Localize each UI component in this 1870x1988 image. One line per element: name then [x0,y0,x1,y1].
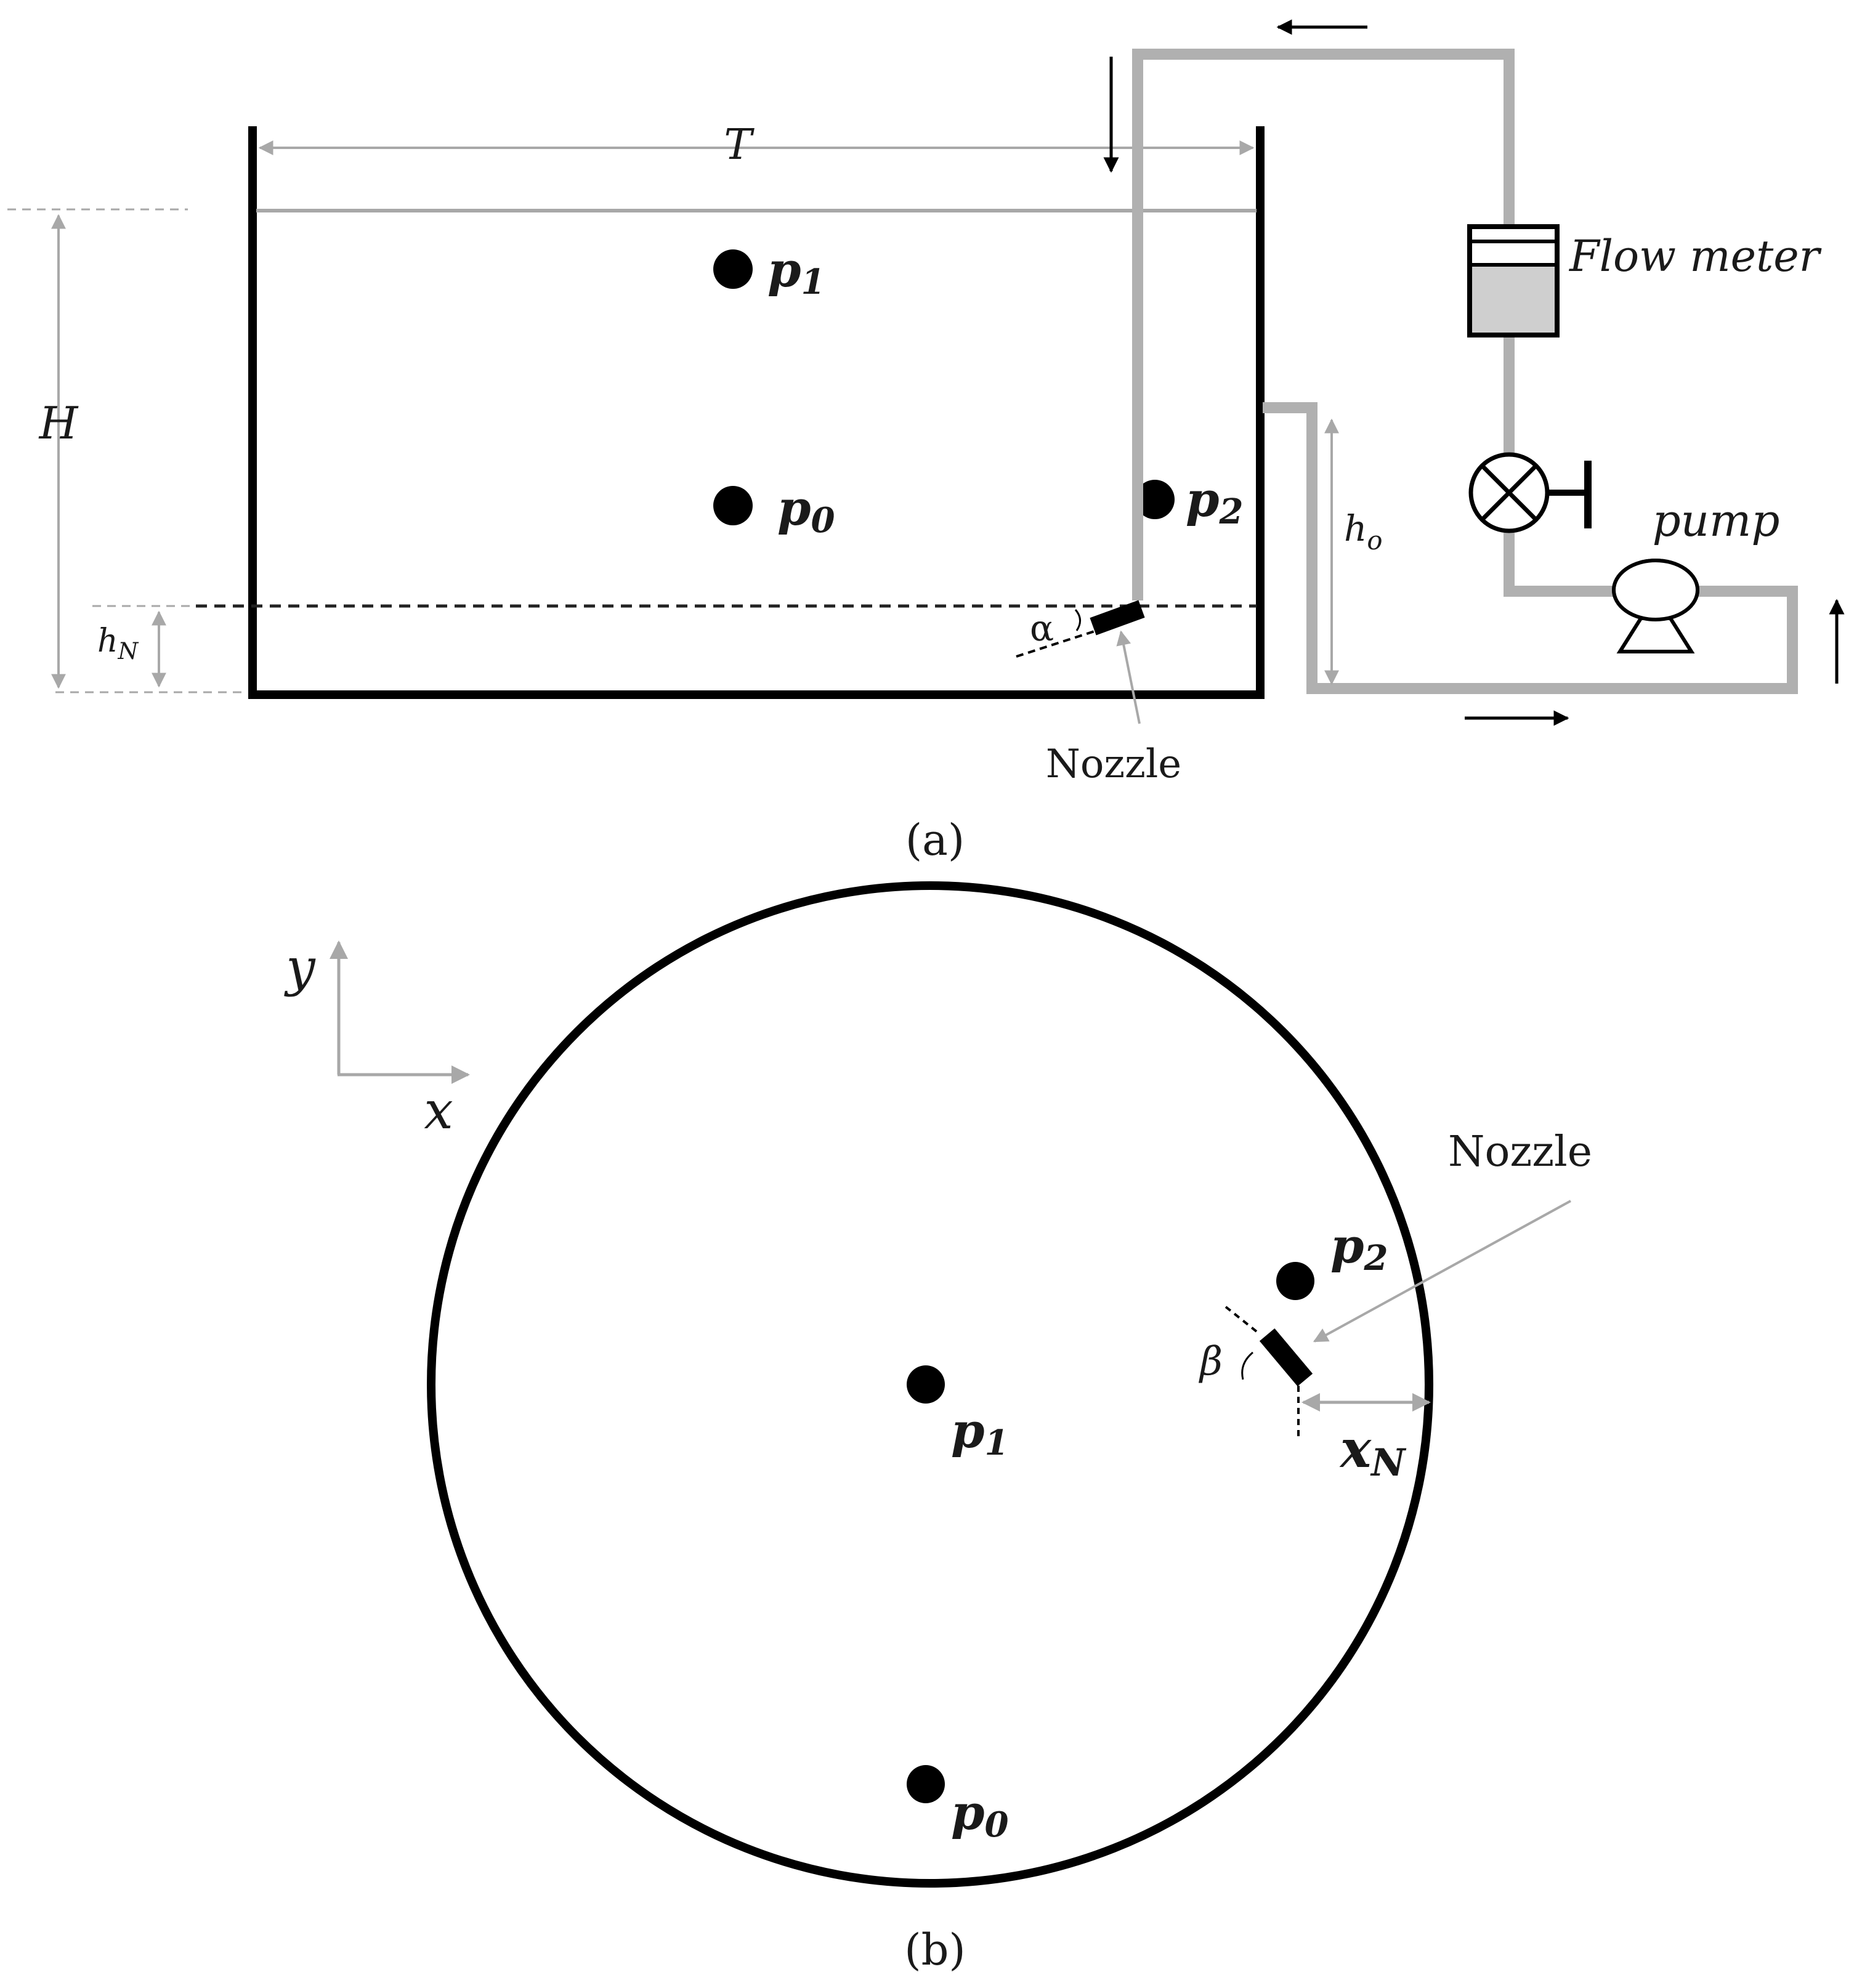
probe-p0-label: p0 [777,480,835,541]
caption-a: (a) [905,815,965,865]
dimension-H-label: H [38,397,79,449]
pump-icon [1612,559,1699,653]
nozzle-label-a: Nozzle [1046,741,1181,787]
axis-y-label: y [283,937,316,998]
figure-b-top-view: y x p2 p1 p0 β Nozzle xN (b) [283,881,1592,1975]
tank-top-view-circle [427,881,1433,1888]
figure-a-side-view: T H hN p1 p0 p2 α Nozzle [7,19,1845,865]
caption-b: (b) [904,1925,965,1975]
dimension-xN-label: xN [1339,1418,1407,1485]
probe-p0-marker [713,486,753,525]
nozzle-label-b: Nozzle [1448,1128,1592,1176]
nozzle-side-view [1090,600,1145,636]
nozzle-callout-arrow-a [1116,630,1141,724]
tank-wall-outline [248,126,1265,699]
angle-beta-arc [1241,1351,1253,1380]
pump-label: pump [1653,495,1780,546]
dimension-ho-label: ho [1344,507,1383,556]
probe-p1-label-b: p1 [951,1403,1009,1463]
valve-icon [1468,452,1592,533]
dimension-T-label: T [724,121,755,169]
probe-p1-marker-b [907,1365,945,1404]
angle-alpha-arc [1074,609,1081,631]
flow-meter-label: Flow meter [1568,231,1822,281]
axis-x-label: x [424,1080,453,1141]
flow-meter-icon [1467,224,1560,337]
dimension-hN-label: hN [97,623,139,665]
nozzle-callout-arrow-b [1313,1200,1571,1343]
nozzle-top-view [1259,1328,1313,1387]
probe-p2-marker [1135,480,1175,519]
probe-p2-label: p2 [1186,472,1244,532]
probe-p0-marker-b [907,1765,945,1803]
angle-alpha-label: α [1030,607,1054,649]
probe-p2-label-b: p2 [1330,1218,1388,1279]
angle-beta-label: β [1199,1339,1223,1384]
probe-p1-marker [713,249,753,289]
probe-p0-label-b: p0 [951,1785,1009,1845]
probe-p1-label: p1 [767,242,825,302]
nozzle-angle-dashed [1016,629,1097,658]
recirculation-pipe [1132,49,1798,694]
probe-p2-marker-b [1276,1262,1314,1300]
nozzle-direction-dashed [1224,1306,1258,1333]
